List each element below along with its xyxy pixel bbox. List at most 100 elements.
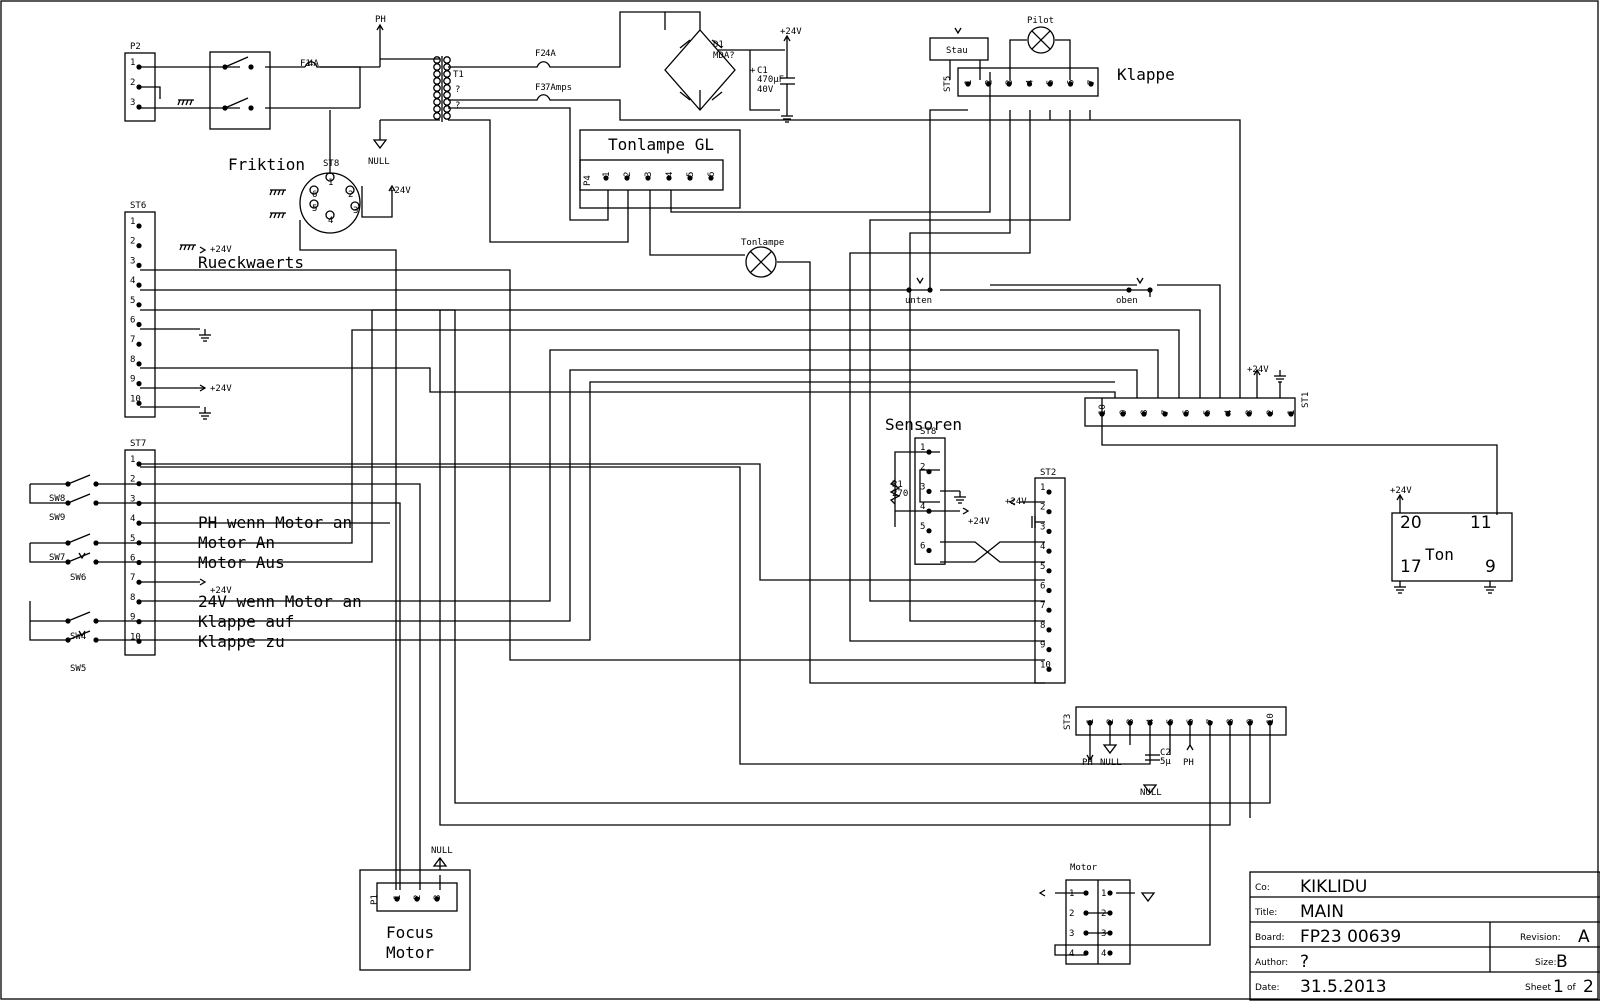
title-size-label: Size: <box>1535 958 1557 968</box>
wire <box>29 601 140 641</box>
pin-number: 3 <box>1245 410 1255 415</box>
motor-pin-left: 1 <box>1069 889 1074 899</box>
arrow-right <box>199 578 207 586</box>
pin-dot <box>1046 666 1052 672</box>
ton-box <box>1391 512 1513 582</box>
wire <box>140 349 1159 602</box>
pin-dot <box>1107 720 1113 726</box>
pin-dot <box>222 105 228 111</box>
c1v-label: 470µF <box>757 75 784 85</box>
switch-blade <box>67 493 91 504</box>
connector-p1 <box>376 882 458 912</box>
pin-number: 9 <box>1246 719 1256 724</box>
connector-label: ST5 <box>943 76 953 92</box>
pilot-lamp <box>1027 26 1055 54</box>
f3v-label: 7Amps <box>545 83 572 93</box>
transformer-coil <box>433 70 441 78</box>
pin-number: 6 <box>707 172 717 177</box>
din-pin <box>309 185 319 195</box>
chassis-hatch <box>281 212 285 219</box>
pin-dot <box>434 896 440 902</box>
wire <box>140 369 1138 622</box>
chassis-hatch <box>273 189 277 196</box>
pin-number: 4 <box>920 502 925 512</box>
wire <box>379 58 440 67</box>
switch-blade <box>67 533 91 544</box>
pin-dot <box>1107 910 1113 916</box>
ph-label: PH <box>1183 758 1194 768</box>
focus-motor-box <box>359 869 471 971</box>
pin-number: 5 <box>686 172 696 177</box>
pin-dot <box>136 461 142 467</box>
switch-blade <box>224 97 249 109</box>
pin-dot <box>136 361 142 367</box>
pin-number: 1 <box>1287 410 1297 415</box>
sw7-label: SW7 <box>49 553 65 563</box>
pin-dot <box>1046 509 1052 515</box>
pin-number: 7 <box>1206 719 1216 724</box>
wire <box>929 109 968 285</box>
title-date-label: Date: <box>1255 983 1280 993</box>
diode <box>679 39 691 49</box>
title-title-label: Title: <box>1254 908 1277 918</box>
motor-pin-right: 4 <box>1101 949 1106 959</box>
pin-number: 2 <box>1266 410 1276 415</box>
pin-number: 1 <box>964 80 974 85</box>
ph-label: PH <box>375 15 386 25</box>
t1-label: T1 <box>453 70 464 80</box>
din-pin <box>325 210 335 220</box>
pin-number: 2 <box>623 172 633 177</box>
pin-number: 5 <box>920 522 925 532</box>
pin-number: 4 <box>1146 719 1156 724</box>
pin-number: 5 <box>130 534 135 544</box>
pin-number: 1 <box>130 217 135 227</box>
pin-dot <box>394 896 400 902</box>
st8-friktion-label: ST8 <box>323 159 339 169</box>
v24-wenn-label: 24V wenn Motor an <box>198 592 362 611</box>
null-triangle <box>1140 892 1156 903</box>
pin-dot <box>1126 287 1132 293</box>
pin-dot <box>926 469 932 475</box>
pin-number: 9 <box>130 613 135 623</box>
wire <box>140 269 1045 661</box>
wire <box>909 110 1045 622</box>
pin-dot <box>1141 411 1147 417</box>
chassis-hatch <box>277 189 281 196</box>
wire <box>949 60 981 80</box>
connector-st5 <box>957 67 1099 97</box>
wire <box>665 11 701 30</box>
pin-number: 5 <box>1203 410 1213 415</box>
pin-number: 7 <box>130 335 135 345</box>
wire <box>990 284 1221 398</box>
friktion-label: Friktion <box>228 155 305 174</box>
pin-dot <box>136 520 142 526</box>
diode <box>711 91 723 101</box>
connector-label: ST2 <box>1040 468 1056 478</box>
transformer-coil <box>443 112 451 120</box>
pin-dot <box>248 64 254 70</box>
motor-label: Motor <box>1070 863 1098 873</box>
pin-number: 1 <box>1086 719 1096 724</box>
sw5-label: SW5 <box>70 664 86 674</box>
chassis-hatch <box>273 212 277 219</box>
din-pin-number: 4 <box>328 216 333 226</box>
transformer-coil <box>443 84 451 92</box>
lamp-cross <box>750 251 772 273</box>
pin-number: 7 <box>1087 80 1097 85</box>
rueckwaerts-label: Rueckwaerts <box>198 253 304 272</box>
din-pin <box>325 172 335 182</box>
din-pin <box>350 201 360 211</box>
pin-number: 2 <box>130 237 135 247</box>
transformer-coil <box>443 56 451 64</box>
pin-dot <box>136 599 142 605</box>
wire <box>749 50 780 111</box>
wires <box>29 11 1498 956</box>
pin-dot <box>927 287 933 293</box>
pin-dot <box>708 175 714 181</box>
pin-number: 5 <box>1046 80 1056 85</box>
pin-dot <box>1162 411 1168 417</box>
pin-number: 1 <box>602 172 612 177</box>
wire <box>1054 720 1211 956</box>
pin-number: 10 <box>1098 404 1108 415</box>
